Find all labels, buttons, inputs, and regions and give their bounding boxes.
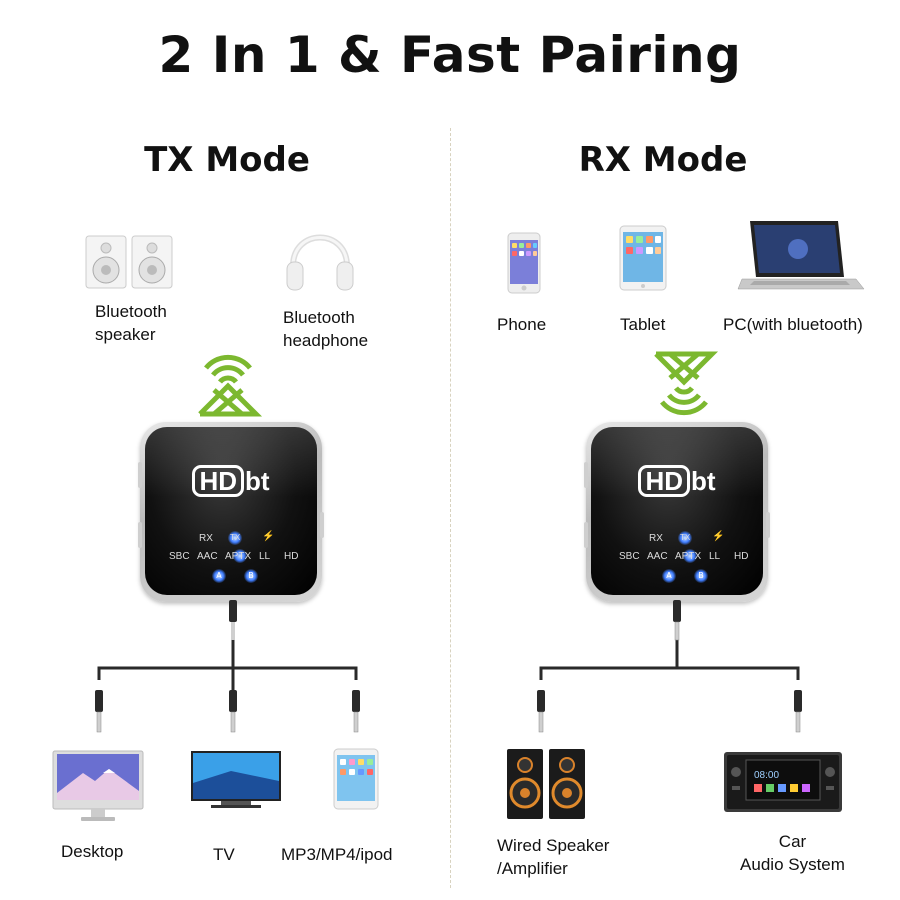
bluetooth-transmit-icon [198, 354, 263, 417]
tv-image [191, 751, 281, 808]
button-b[interactable]: B [694, 569, 708, 583]
section-divider [450, 128, 451, 888]
desktop-image [52, 750, 144, 821]
wired-speaker-image [507, 749, 585, 819]
side-button [320, 512, 324, 538]
lightning-icon: ⚡ [712, 531, 725, 542]
side-button [138, 462, 142, 488]
indicator-aptx: APTX [675, 551, 702, 562]
indicator-sbc: SBC [169, 551, 190, 562]
rx-device-label-car-audio: Car Audio System [740, 832, 845, 874]
indicator-tx: TX [230, 533, 241, 542]
rx-device-label-phone: Phone [497, 315, 547, 334]
side-button [138, 522, 142, 548]
led-tx [678, 531, 692, 545]
indicator-hd: HD [284, 551, 299, 562]
rx-device-label-pc: PC(with bluetooth) [723, 315, 863, 334]
lightning-icon: ⚡ [262, 531, 275, 542]
indicator-rx: RX [649, 533, 663, 544]
led-aptx [683, 549, 697, 563]
svg-text:08:00: 08:00 [754, 770, 779, 781]
indicator-ll: LL [709, 551, 721, 562]
tx-device-label-mp3: MP3/MP4/ipod [281, 845, 393, 864]
button-a[interactable]: A [662, 569, 676, 583]
indicator-rx: RX [199, 533, 213, 544]
side-button [766, 512, 770, 538]
side-button [584, 522, 588, 548]
tx-device-label-bluetooth-headphone: Bluetooth headphone [283, 308, 369, 350]
phone-image [507, 232, 541, 294]
mp3-player-image [333, 748, 379, 810]
indicator-aac: AAC [197, 551, 218, 562]
rx-mode-title: RX Mode [578, 140, 748, 180]
tx-device-label-tv: TV [213, 845, 235, 864]
indicator-hd: HD [734, 551, 749, 562]
bluetooth-speaker-image [85, 235, 173, 289]
indicator-aptx: APTX [225, 551, 252, 562]
tablet-image [619, 225, 667, 291]
main-title: 2 In 1 & Fast Pairing [158, 26, 742, 84]
indicator-tx: TX [680, 533, 691, 542]
led-tx [228, 531, 242, 545]
tx-device-label-bluetooth-speaker: Bluetooth speaker [95, 302, 167, 344]
bluetooth-receive-icon [654, 351, 719, 416]
side-button [584, 462, 588, 488]
car-audio-image: 08:00 [724, 752, 842, 812]
led-aptx [233, 549, 247, 563]
bluetooth-headphone-image [286, 234, 354, 291]
tx-device-label-desktop: Desktop [61, 842, 124, 861]
rx-device-label-wired-speaker: Wired Speaker /Amplifier [497, 836, 610, 878]
indicator-ll: LL [259, 551, 271, 562]
tx-mode-title: TX Mode [144, 140, 310, 180]
button-a[interactable]: A [212, 569, 226, 583]
laptop-image [737, 221, 865, 290]
rx-device-label-tablet: Tablet [620, 315, 666, 334]
indicator-sbc: SBC [619, 551, 640, 562]
button-b[interactable]: B [244, 569, 258, 583]
indicator-aac: AAC [647, 551, 668, 562]
